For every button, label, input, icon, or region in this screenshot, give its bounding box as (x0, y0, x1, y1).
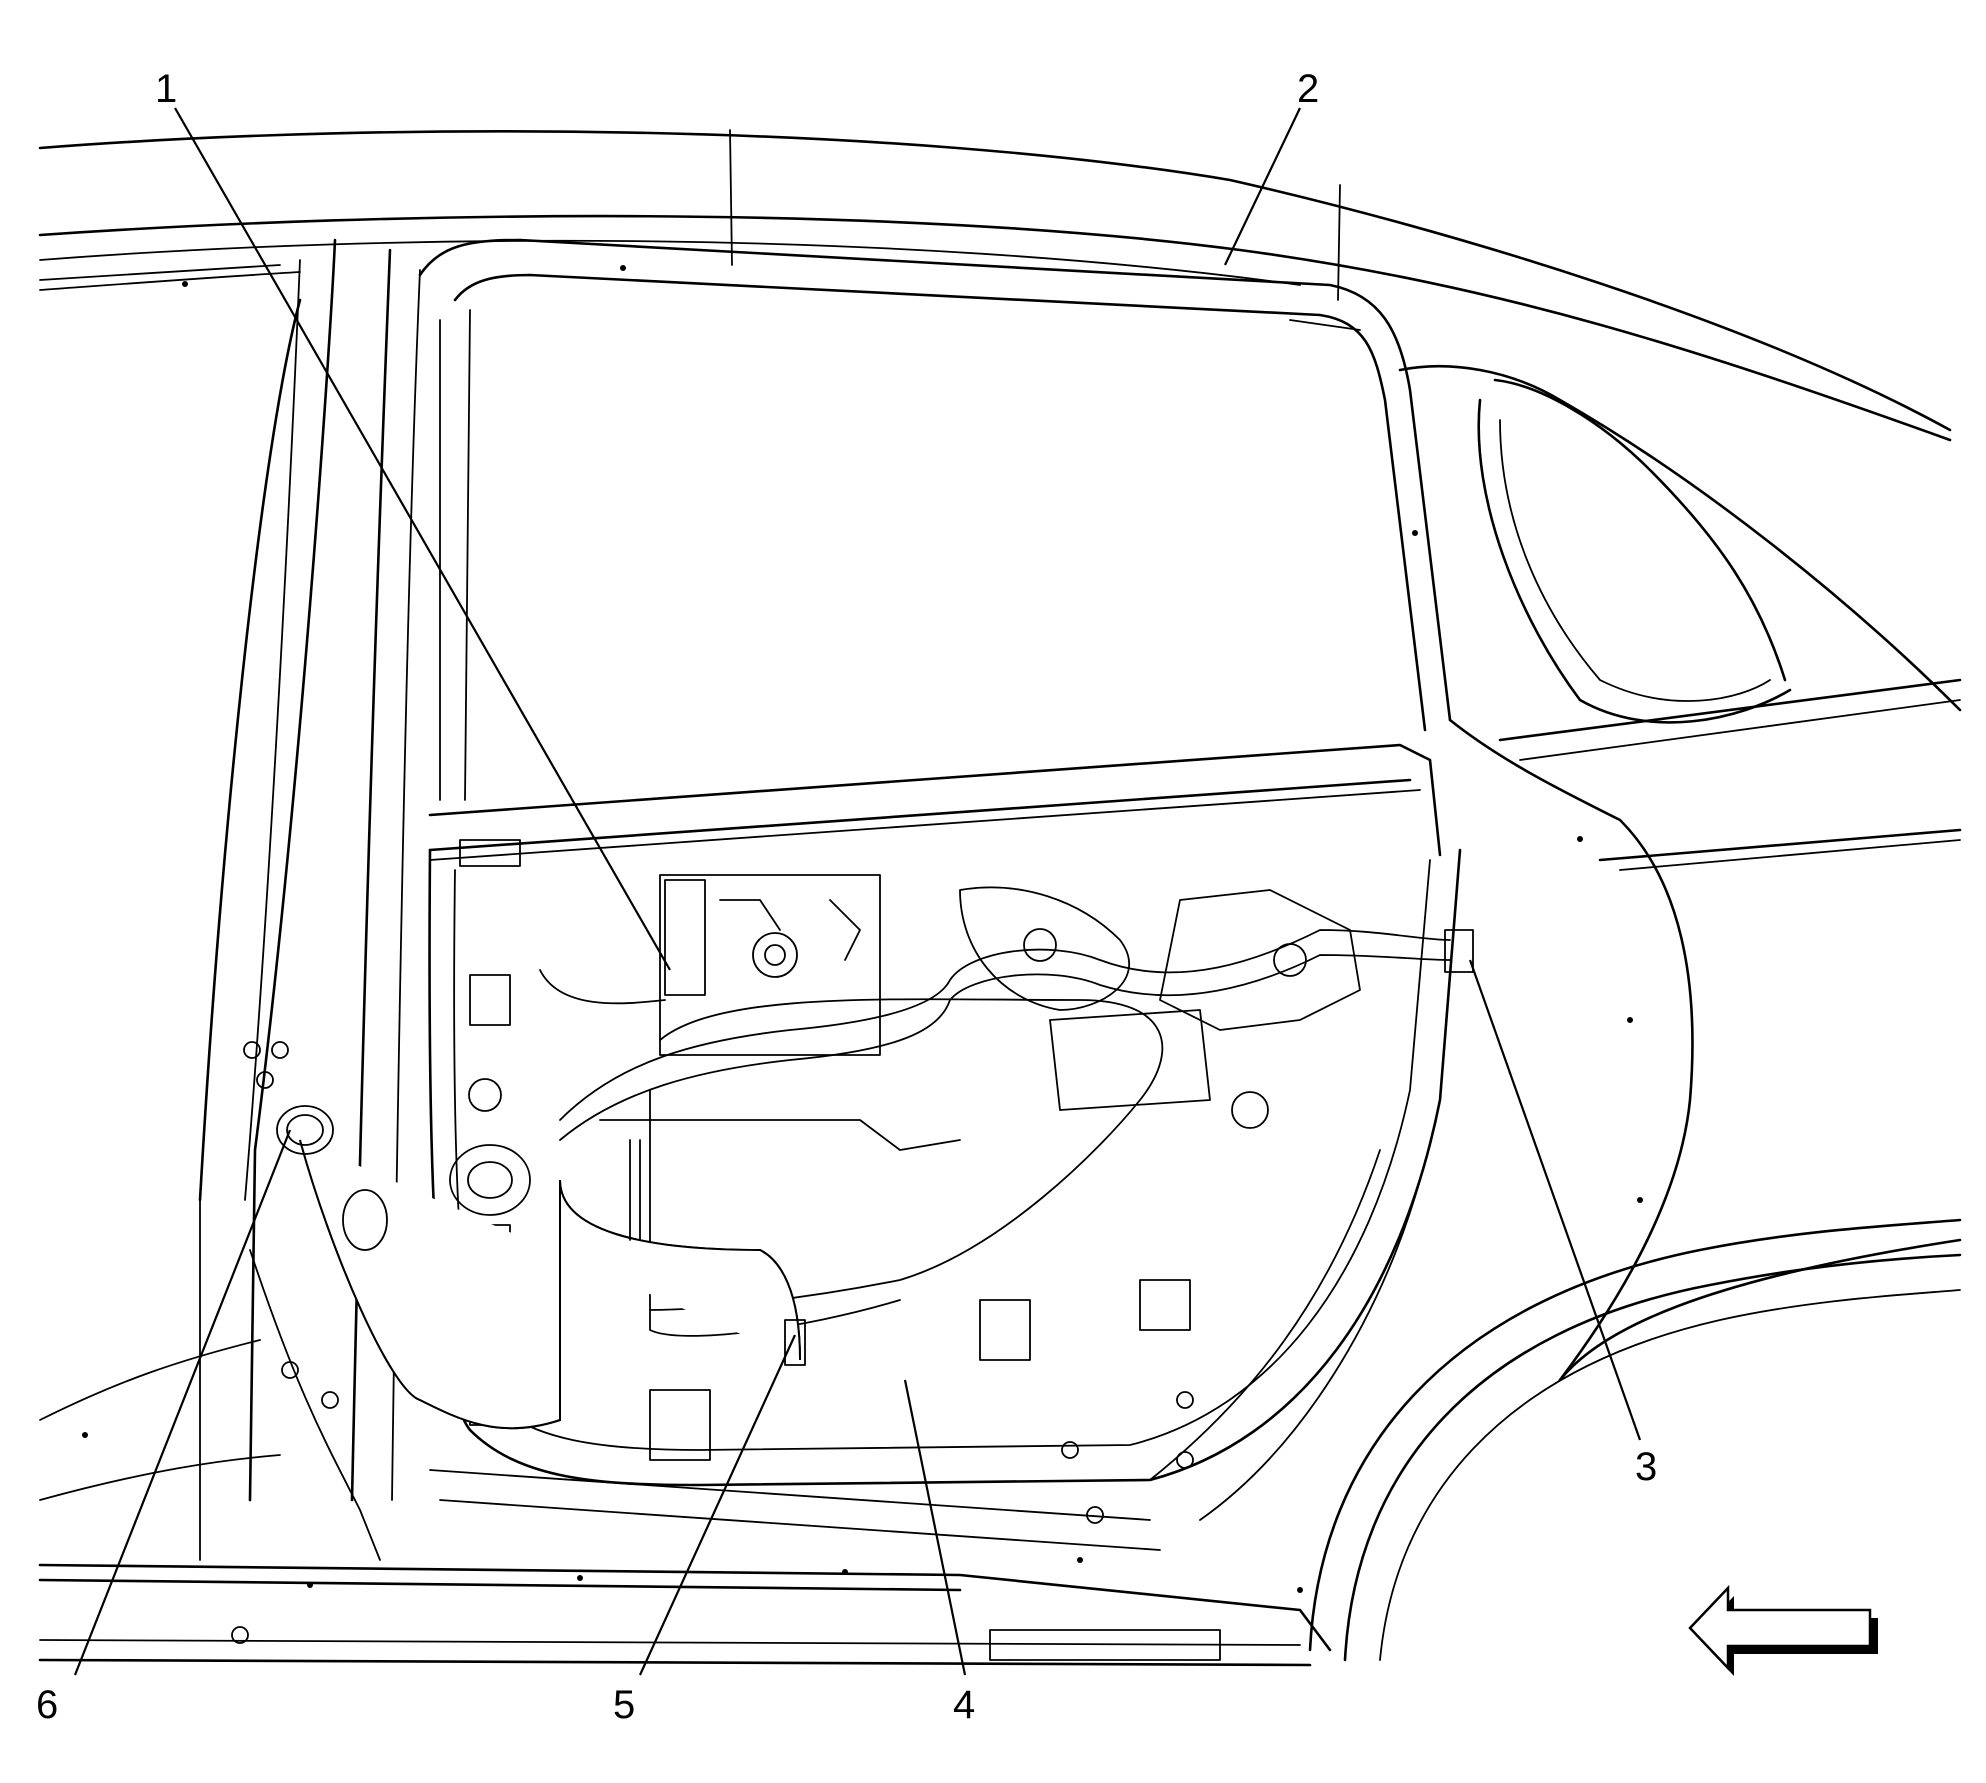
left-arrow-icon (1688, 1584, 1878, 1676)
callout-numbers: 1 2 3 4 5 6 (36, 67, 1657, 1727)
callout-5: 5 (613, 1683, 635, 1727)
grommets (276, 1105, 531, 1251)
fastener-holes (82, 265, 1643, 1644)
leader-2 (1224, 107, 1301, 266)
door-module (468, 874, 1361, 1461)
leader-5 (638, 1334, 797, 1676)
leader-1 (174, 107, 671, 971)
wiring-harness (299, 929, 1451, 1430)
callout-4: 4 (953, 1683, 975, 1727)
leader-4 (903, 1379, 967, 1676)
leader-3 (1468, 959, 1642, 1441)
callout-3: 3 (1635, 1445, 1657, 1489)
connectors (784, 929, 1474, 1366)
vehicle-body-outline (38, 129, 1962, 1667)
leader-lines (73, 107, 1642, 1676)
callout-2: 2 (1297, 67, 1319, 111)
leader-6 (73, 1129, 292, 1676)
callout-6: 6 (36, 1683, 58, 1727)
callout-1: 1 (155, 67, 177, 111)
